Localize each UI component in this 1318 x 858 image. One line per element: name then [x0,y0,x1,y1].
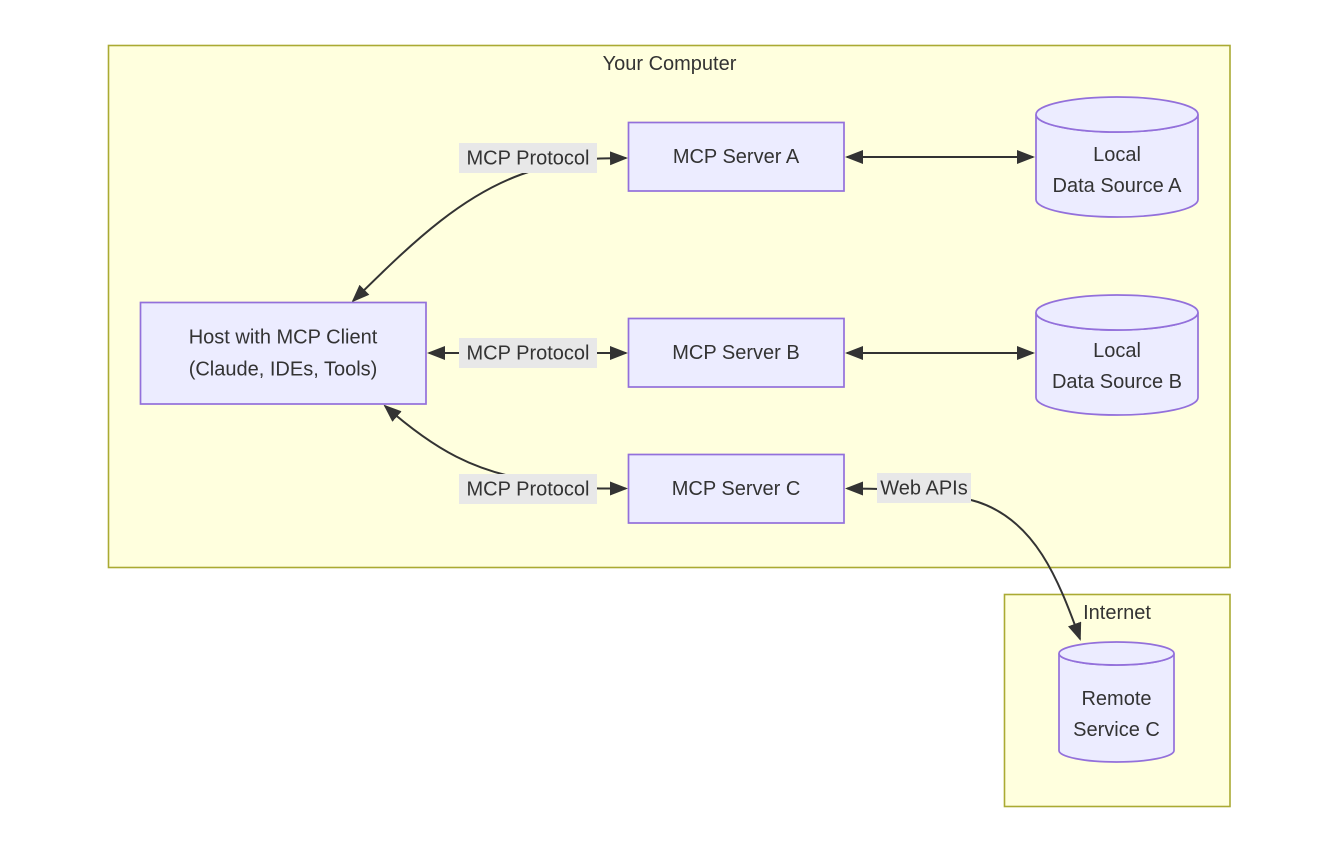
node-mcp-server-b: MCP Server B [627,317,845,388]
edge-label-protocol-c: MCP Protocol [459,474,597,504]
edge-label-text: MCP Protocol [466,343,589,365]
your-computer-title: Your Computer [603,53,737,75]
edge-label-text: Web APIs [880,478,967,500]
mcp-server-c-box [627,453,845,524]
edge-label-background [459,143,597,173]
data-source-a-line2: Data Source A [1053,175,1183,197]
host-label-line2: (Claude, IDEs, Tools) [189,359,378,381]
remote-service-c-line1: Remote [1081,688,1151,710]
edge-label-background [459,474,597,504]
host-label-line1: Host with MCP Client [189,327,378,349]
host-box [139,301,427,405]
node-remote-service-c: Remote Service C [1058,641,1175,763]
mcp-server-b-box [627,317,845,388]
edge-label-background [877,473,971,503]
edge-label-protocol-a: MCP Protocol [459,143,597,173]
edge-label-protocol-b: MCP Protocol [459,338,597,368]
cylinder-top [1058,641,1175,666]
node-local-data-source-a: Local Data Source A [1035,96,1199,218]
node-mcp-server-a: MCP Server A [627,121,845,192]
mcp-server-a-box [627,121,845,192]
mcp-server-b-label: MCP Server B [672,342,799,364]
edge-label-text: MCP Protocol [466,479,589,501]
cylinder-top [1035,96,1199,133]
data-source-a-line1: Local [1093,144,1141,166]
internet-title: Internet [1083,602,1151,624]
remote-service-c-line2: Service C [1073,719,1160,741]
edge-label-background [459,338,597,368]
node-mcp-server-c: MCP Server C [627,453,845,524]
cylinder-top [1035,294,1199,331]
edge-label-text: MCP Protocol [466,148,589,170]
data-source-b-line1: Local [1093,340,1141,362]
edge-label-web-apis: Web APIs [877,473,971,503]
node-host: Host with MCP Client (Claude, IDEs, Tool… [139,301,427,405]
node-local-data-source-b: Local Data Source B [1035,294,1199,416]
mcp-server-c-label: MCP Server C [672,478,801,500]
mcp-server-a-label: MCP Server A [673,146,800,168]
data-source-b-line2: Data Source B [1052,371,1182,393]
